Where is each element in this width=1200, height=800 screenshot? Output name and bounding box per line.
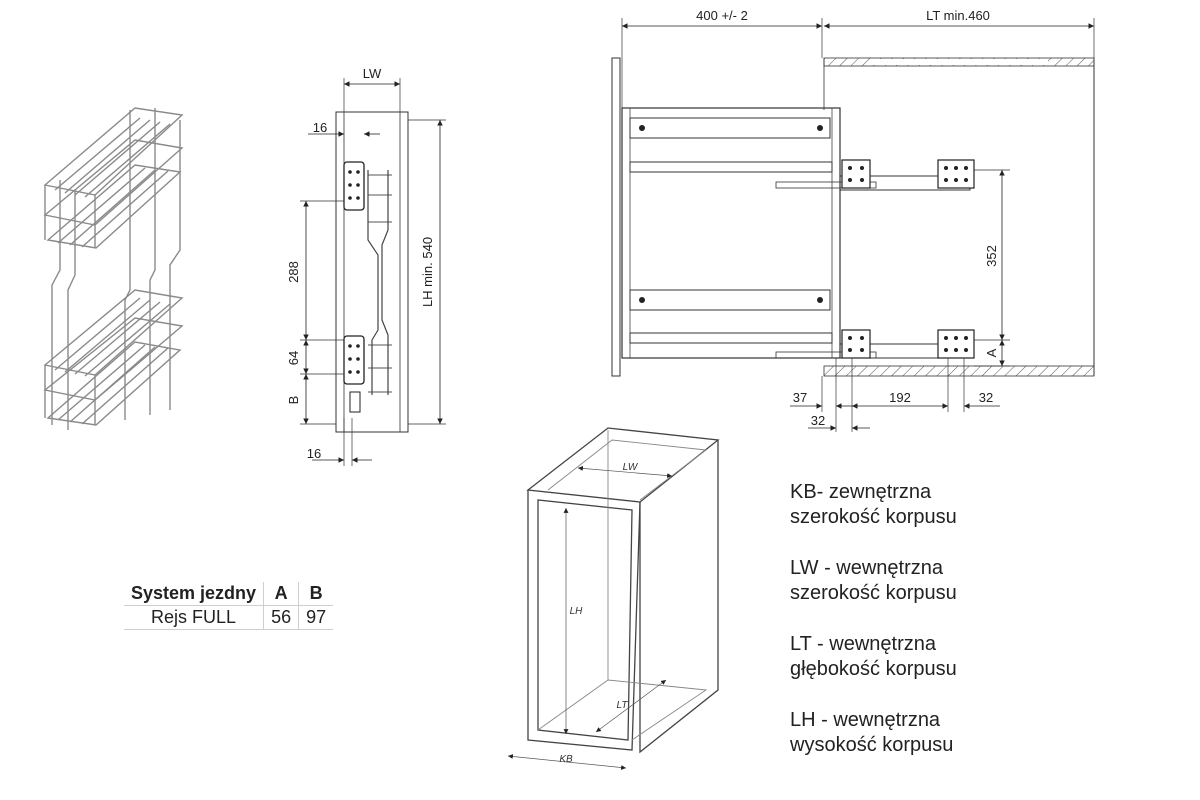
side-lower-label: 64	[286, 351, 301, 365]
table-header-b: B	[298, 582, 334, 606]
plan-offset-32-bottom-label: 32	[811, 413, 825, 428]
box-lt-label: LT	[617, 700, 629, 711]
plan-offset-192-label: 192	[889, 390, 911, 405]
legend-lt-line1: LT - wewnętrzna	[790, 633, 936, 655]
legend-kb-line1: KB- zewnętrzna	[790, 481, 932, 503]
table-cell-system: Rejs FULL	[124, 605, 264, 630]
box-lh-label: LH	[570, 606, 584, 617]
plan-offset-37-label: 37	[793, 390, 807, 405]
table-header-a: A	[263, 582, 299, 606]
plan-view-drawing: 400 +/- 2 LT min.460 352 A 37 192 32 32	[611, 8, 1095, 432]
legend-kb-line2: szerokość korpusu	[790, 506, 957, 528]
running-system-table: System jezdny A B Rejs FULL 56 97	[124, 582, 334, 630]
legend-item-kb: KB- zewnętrzna szerokość korpusu	[790, 480, 1190, 530]
side-view-drawing: LW 16 288 64 B LH min. 540 16	[286, 66, 446, 466]
legend-lh-line2: wysokość korpusu	[790, 734, 954, 756]
plan-lt-label: LT min.460	[926, 8, 990, 23]
side-lh-label: LH min. 540	[420, 237, 435, 307]
table-row: Rejs FULL 56 97	[124, 605, 334, 630]
legend-item-lw: LW - wewnętrzna szerokość korpusu	[790, 556, 1190, 606]
box-kb-label: KB	[559, 754, 573, 765]
plan-offset-32-right-label: 32	[979, 390, 993, 405]
side-top-offset-label: 16	[313, 120, 327, 135]
dimension-legend: KB- zewnętrzna szerokość korpusu LW - we…	[790, 480, 1190, 784]
legend-lw-line1: LW - wewnętrzna	[790, 557, 944, 579]
plan-depth-label: 400 +/- 2	[696, 8, 748, 23]
table-cell-b: 97	[298, 605, 334, 630]
legend-lw-line2: szerokość korpusu	[790, 582, 957, 604]
plan-a-label: A	[984, 348, 999, 357]
side-spacing-label: 288	[286, 261, 301, 283]
basket-3d-illustration	[43, 107, 184, 430]
table-header-row: System jezdny A B	[124, 582, 334, 606]
plan-height-label: 352	[984, 245, 999, 267]
table-cell-a: 56	[263, 605, 299, 630]
legend-item-lt: LT - wewnętrzna głębokość korpusu	[790, 632, 1190, 682]
table-header-system: System jezdny	[131, 583, 257, 603]
side-bottom-offset-label: 16	[307, 446, 321, 461]
legend-lt-line2: głębokość korpusu	[790, 658, 957, 680]
legend-item-lh: LH - wewnętrzna wysokość korpusu	[790, 708, 1190, 758]
side-lw-label: LW	[363, 66, 382, 81]
legend-lh-line1: LH - wewnętrzna	[790, 709, 941, 731]
side-base-label: B	[286, 396, 301, 405]
box-lw-label: LW	[623, 462, 639, 473]
cabinet-box-drawing	[507, 427, 720, 770]
